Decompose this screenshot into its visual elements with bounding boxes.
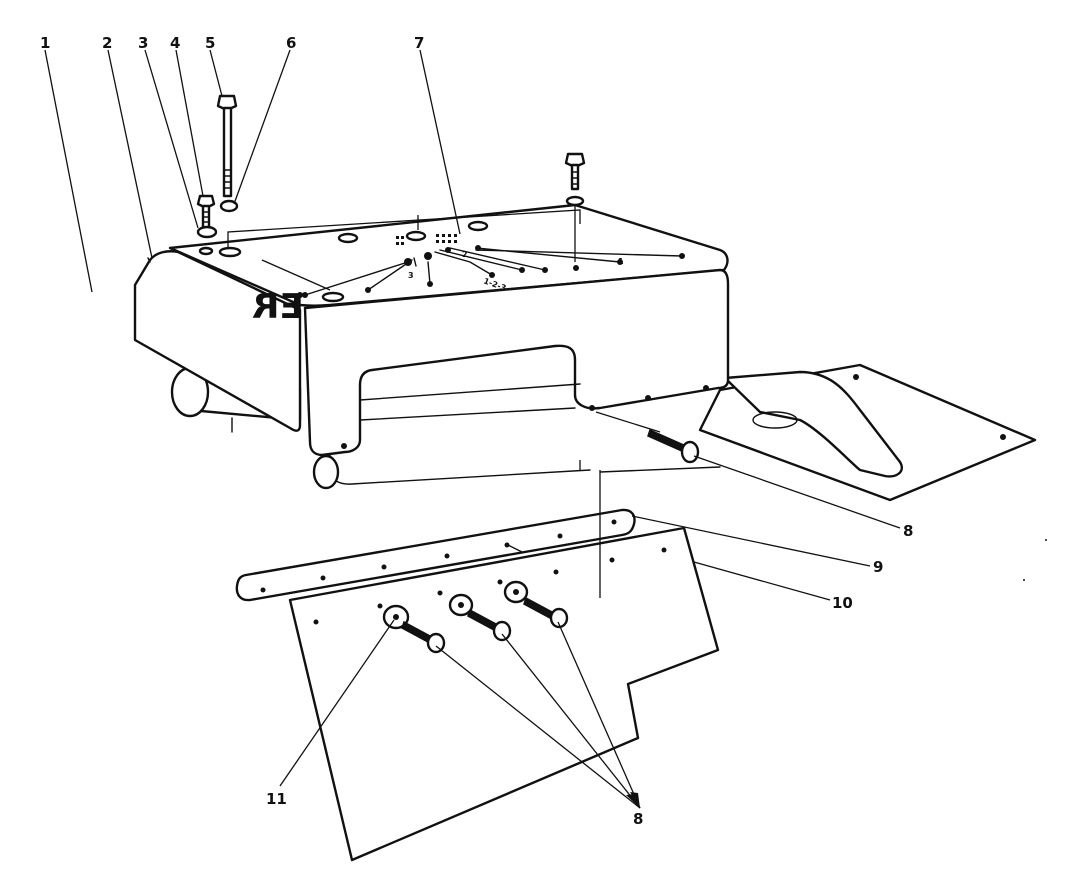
top-surface-features: 1-2-3 1 2 3 xyxy=(198,209,685,303)
callout-8-right: 8 xyxy=(903,522,913,540)
callout-3: 3 xyxy=(138,34,148,52)
stray-mark xyxy=(1023,579,1025,581)
legend-2: 2 xyxy=(462,250,468,259)
strip-9 xyxy=(235,508,871,602)
callout-9: 9 xyxy=(873,558,883,576)
callout-8-bottom: 8 xyxy=(633,810,643,828)
stray-mark xyxy=(1045,539,1047,541)
housing-end-face xyxy=(133,250,302,432)
svg-text:ER: ER xyxy=(252,287,304,327)
bolt-right-top xyxy=(564,152,586,262)
callout-4: 4 xyxy=(170,34,180,52)
callout-1: 1 xyxy=(40,34,50,52)
legend-1: 1 xyxy=(618,257,624,266)
terminal-block xyxy=(396,234,457,245)
bolt-5 xyxy=(216,94,238,198)
legend-3: 3 xyxy=(408,271,414,280)
callout-7: 7 xyxy=(414,34,424,52)
screws-8-panel xyxy=(401,596,569,654)
callout-2: 2 xyxy=(102,34,112,52)
callout-5: 5 xyxy=(205,34,215,52)
callout-11: 11 xyxy=(266,790,287,808)
callout-6: 6 xyxy=(286,34,296,52)
mounting-plate xyxy=(599,363,1037,502)
arrowheads xyxy=(626,792,640,808)
stamped-mark: ER xyxy=(252,287,304,327)
leader-lines xyxy=(44,49,641,809)
callouts: 1 2 3 4 5 6 7 8 8 9 10 11 xyxy=(40,34,913,828)
callout-10: 10 xyxy=(832,594,853,612)
washer-3 xyxy=(196,225,218,239)
washers-11 xyxy=(382,580,529,630)
bolt-4 xyxy=(196,194,216,230)
washer-6 xyxy=(219,199,239,213)
screw-8-right xyxy=(595,411,901,529)
